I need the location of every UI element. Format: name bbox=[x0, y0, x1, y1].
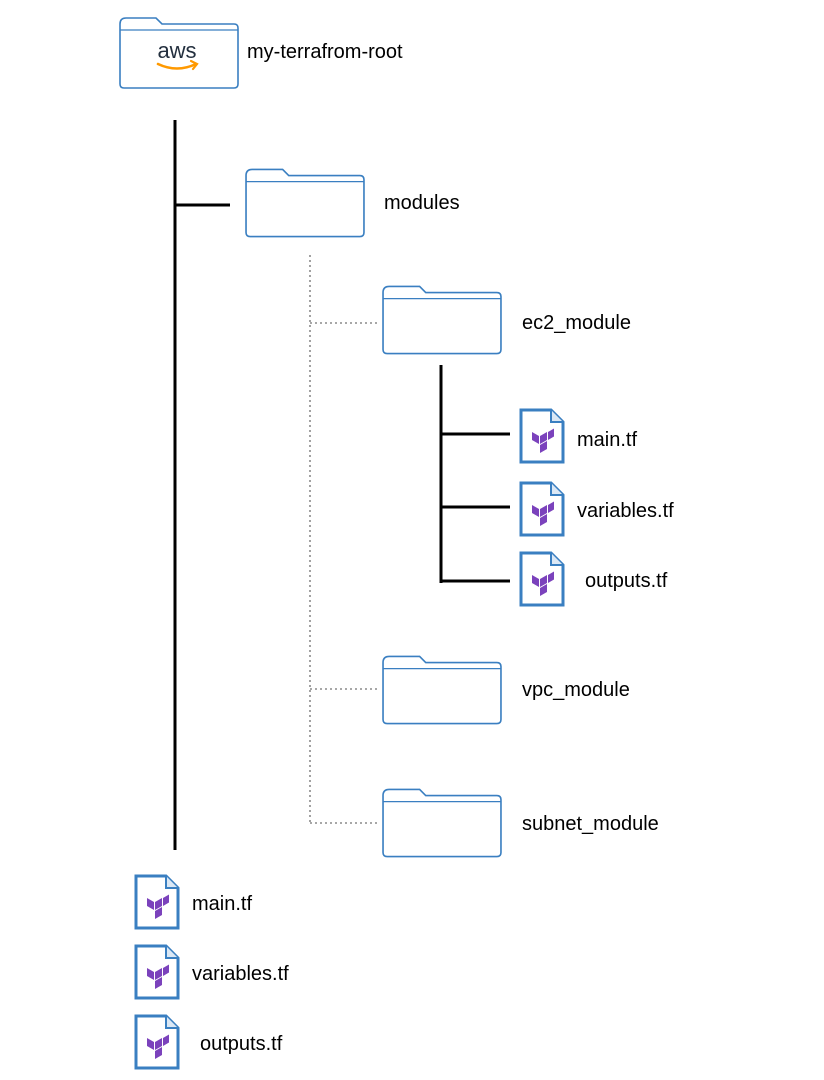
terraform-file-icon bbox=[519, 551, 565, 607]
folder-icon bbox=[244, 166, 366, 240]
folder-icon bbox=[381, 283, 503, 357]
terraform-file-icon bbox=[519, 481, 565, 537]
modules-label: modules bbox=[384, 192, 460, 214]
terraform-file-icon bbox=[134, 874, 180, 930]
terraform-file-icon bbox=[134, 944, 180, 1000]
folder-icon bbox=[381, 786, 503, 860]
root-label: my-terrafrom-root bbox=[247, 41, 403, 63]
terraform-file-icon bbox=[134, 1014, 180, 1070]
vpc-module-label: vpc_module bbox=[522, 679, 630, 701]
file-label: main.tf bbox=[192, 893, 253, 915]
file-label: variables.tf bbox=[577, 500, 674, 522]
file-label: main.tf bbox=[577, 429, 638, 451]
file-label: variables.tf bbox=[192, 963, 289, 985]
folder-icon bbox=[381, 653, 503, 727]
ec2-module-label: ec2_module bbox=[522, 312, 631, 334]
aws-smile bbox=[156, 62, 198, 70]
file-label: outputs.tf bbox=[585, 570, 668, 592]
aws-logo-text: aws bbox=[157, 38, 196, 63]
aws-folder-icon: aws bbox=[119, 17, 239, 89]
subnet-module-label: subnet_module bbox=[522, 813, 659, 835]
terraform-file-icon bbox=[519, 408, 565, 464]
file-label: outputs.tf bbox=[200, 1033, 283, 1055]
